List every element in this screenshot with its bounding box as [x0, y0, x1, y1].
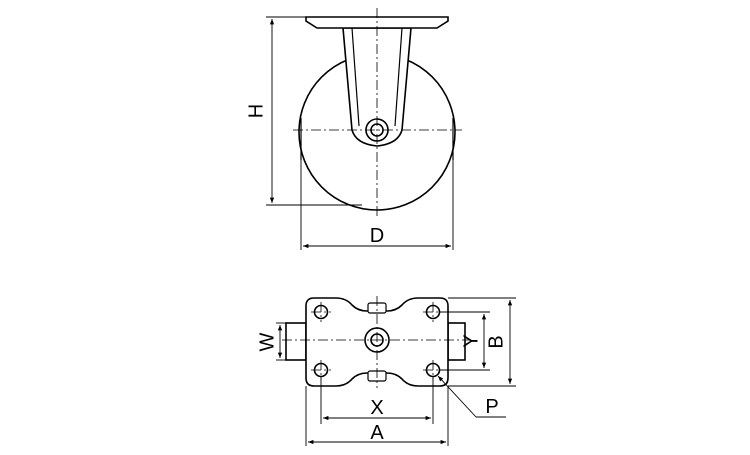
fork-inner-left: [351, 27, 360, 127]
leader-P: [437, 375, 506, 418]
dimension-H: [266, 16, 362, 206]
label-A: A: [370, 422, 384, 444]
label-H: H: [245, 104, 267, 118]
side-view-centerlines: [293, 8, 462, 216]
dimension-B: [448, 297, 516, 387]
label-P: P: [485, 396, 498, 418]
dimension-W: [276, 322, 288, 361]
plate-view: [285, 297, 466, 387]
wheel-block-left: [285, 322, 307, 361]
dimension-X: [320, 376, 434, 424]
dimension-A: [305, 386, 449, 446]
label-B: B: [485, 335, 507, 348]
dimension-Y: [440, 311, 490, 371]
label-Y: Y: [460, 334, 482, 347]
label-W: W: [256, 332, 278, 351]
dimension-D: [300, 150, 454, 250]
label-X: X: [370, 397, 383, 419]
fork-inner-right: [394, 27, 403, 127]
plate-centerlines: [282, 296, 470, 388]
label-D: D: [370, 225, 384, 247]
